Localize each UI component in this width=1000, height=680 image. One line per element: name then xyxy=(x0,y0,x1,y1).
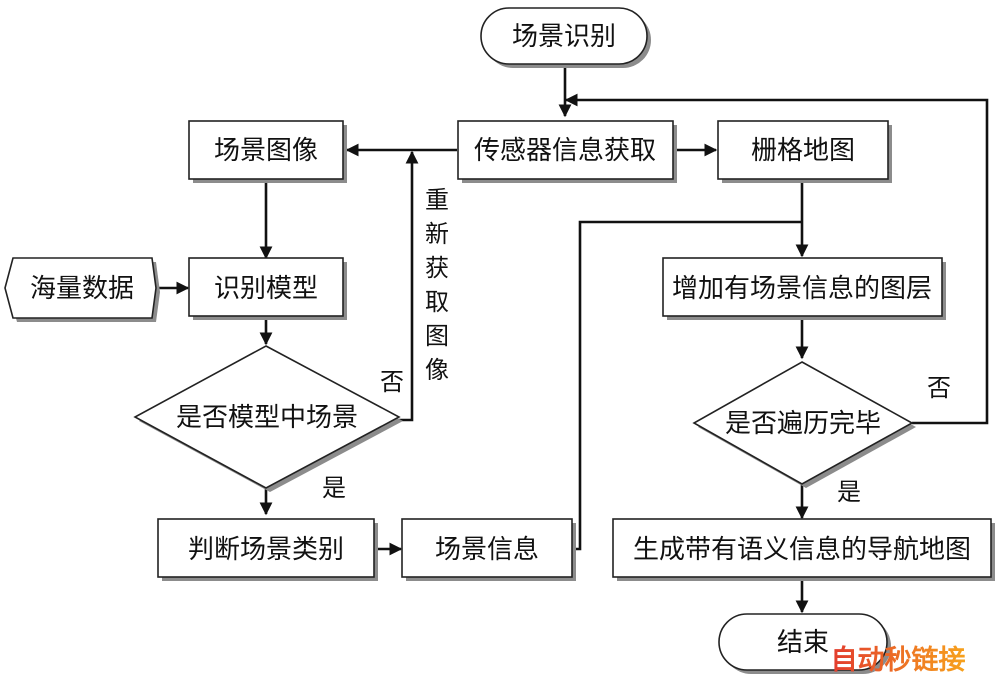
reacquire-char: 新 xyxy=(425,220,449,248)
node-end: 结束 xyxy=(718,613,891,674)
node-scene-image: 场景图像 xyxy=(188,120,347,183)
node-add-layer: 增加有场景信息的图层 xyxy=(662,257,946,320)
end-label: 结束 xyxy=(777,628,829,658)
add-layer-label: 增加有场景信息的图层 xyxy=(672,274,932,304)
node-traversal-done: 是否遍历完毕 xyxy=(692,361,916,488)
node-scene-recognition: 场景识别 xyxy=(480,7,651,68)
traversal-done-label: 是否遍历完毕 xyxy=(725,409,881,439)
gen-nav-map-label: 生成带有语义信息的导航地图 xyxy=(633,535,971,565)
arrow-no-loop-back xyxy=(564,93,989,425)
reacquire-char: 图 xyxy=(425,322,449,350)
scene-recognition-label: 场景识别 xyxy=(512,22,616,52)
node-judge-scene-type: 判断场景类别 xyxy=(157,518,378,581)
node-grid-map: 栅格地图 xyxy=(717,120,892,183)
scene-image-label: 场景图像 xyxy=(214,136,318,166)
connectors xyxy=(157,63,989,614)
yes-label-right: 是 xyxy=(837,478,861,506)
no-label-right: 否 xyxy=(927,374,951,402)
node-is-model-scene: 是否模型中场景 xyxy=(133,345,403,492)
reacquire-char: 取 xyxy=(425,288,449,316)
watermark-text: 自动秒链接 xyxy=(831,644,966,676)
is-model-scene-label: 是否模型中场景 xyxy=(176,403,358,433)
reacquire-char: 获 xyxy=(425,254,449,282)
grid-map-label: 栅格地图 xyxy=(751,136,855,166)
line-scene-info-to-layer xyxy=(573,220,802,551)
scene-info-label: 场景信息 xyxy=(435,535,539,565)
reacquire-image-label: 重 新 获 取 图 像 xyxy=(425,186,449,384)
yes-label-left: 是 xyxy=(322,474,346,502)
judge-scene-type-label: 判断场景类别 xyxy=(188,535,344,565)
node-sensor-info: 传感器信息获取 xyxy=(457,120,677,183)
node-recognition-model: 识别模型 xyxy=(188,257,347,320)
massive-data-label: 海量数据 xyxy=(30,274,134,304)
arrow-no-reacquire xyxy=(399,150,419,422)
node-scene-info: 场景信息 xyxy=(401,518,576,581)
reacquire-char: 重 xyxy=(425,186,449,214)
no-label-left: 否 xyxy=(380,368,404,396)
node-gen-nav-map: 生成带有语义信息的导航地图 xyxy=(612,518,995,581)
recognition-model-label: 识别模型 xyxy=(214,274,318,304)
sensor-info-label: 传感器信息获取 xyxy=(474,136,656,166)
reacquire-char: 像 xyxy=(425,356,449,384)
node-massive-data: 海量数据 xyxy=(4,257,160,322)
